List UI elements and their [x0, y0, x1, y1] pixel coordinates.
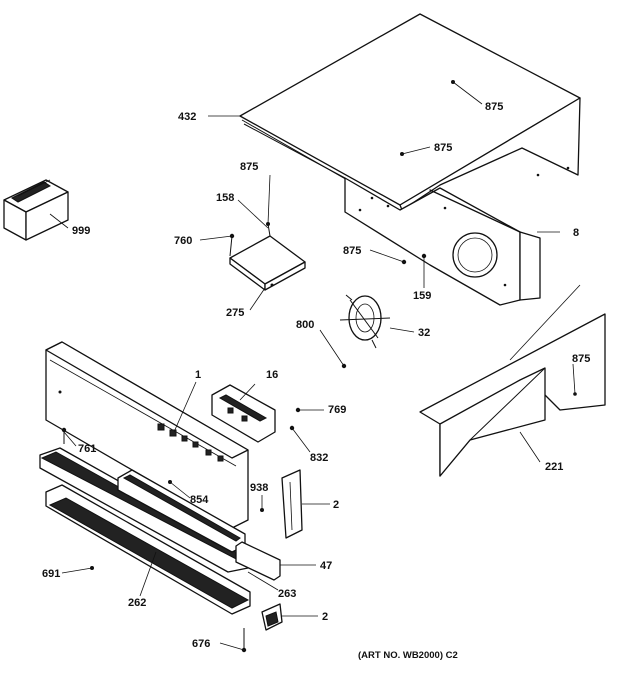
- label-832: 832: [310, 452, 328, 464]
- label-2-upper: 2: [333, 499, 339, 511]
- trim-854: [117, 469, 246, 553]
- fan-motor-32: [339, 294, 391, 349]
- label-1: 1: [195, 369, 201, 381]
- side-panel-221: [419, 313, 606, 477]
- label-938: 938: [250, 482, 268, 494]
- label-854: 854: [190, 494, 209, 506]
- label-263: 263: [278, 588, 296, 600]
- art-number: (ART NO. WB2000) C2: [358, 650, 458, 661]
- part-labels: 432 875 875 875 158 999 760 875 8 159 27…: [42, 101, 590, 661]
- label-800: 800: [296, 319, 314, 331]
- bracket-275: [229, 222, 306, 291]
- label-221: 221: [545, 461, 563, 473]
- label-875-left: 875: [240, 161, 258, 173]
- label-761: 761: [78, 443, 96, 455]
- label-159: 159: [413, 290, 431, 302]
- label-262: 262: [128, 597, 146, 609]
- label-691: 691: [42, 568, 60, 580]
- label-999: 999: [72, 225, 90, 237]
- label-275: 275: [226, 307, 244, 319]
- top-cover-panel: [239, 13, 581, 211]
- strip-47: [235, 541, 281, 581]
- label-2-lower: 2: [322, 611, 328, 623]
- label-676: 676: [192, 638, 210, 650]
- leader-lines: [49, 81, 581, 651]
- bracket-2-upper: [281, 469, 303, 539]
- control-panel-1: [45, 341, 249, 529]
- label-432: 432: [178, 111, 196, 123]
- label-875-housing: 875: [343, 245, 361, 257]
- label-158: 158: [216, 192, 234, 204]
- label-875-mid: 875: [434, 142, 452, 154]
- label-47: 47: [320, 560, 332, 572]
- label-16: 16: [266, 369, 278, 381]
- label-32: 32: [418, 327, 430, 339]
- label-875-top: 875: [485, 101, 503, 113]
- lower-panel-262: [45, 484, 251, 615]
- rear-blower-housing: [344, 177, 541, 306]
- switch-module-16: [211, 384, 276, 443]
- box-999: [3, 179, 69, 241]
- label-875-side: 875: [572, 353, 590, 365]
- label-8: 8: [573, 227, 579, 239]
- bracket-2-lower: [261, 603, 283, 631]
- label-760: 760: [174, 235, 192, 247]
- label-769: 769: [328, 404, 346, 416]
